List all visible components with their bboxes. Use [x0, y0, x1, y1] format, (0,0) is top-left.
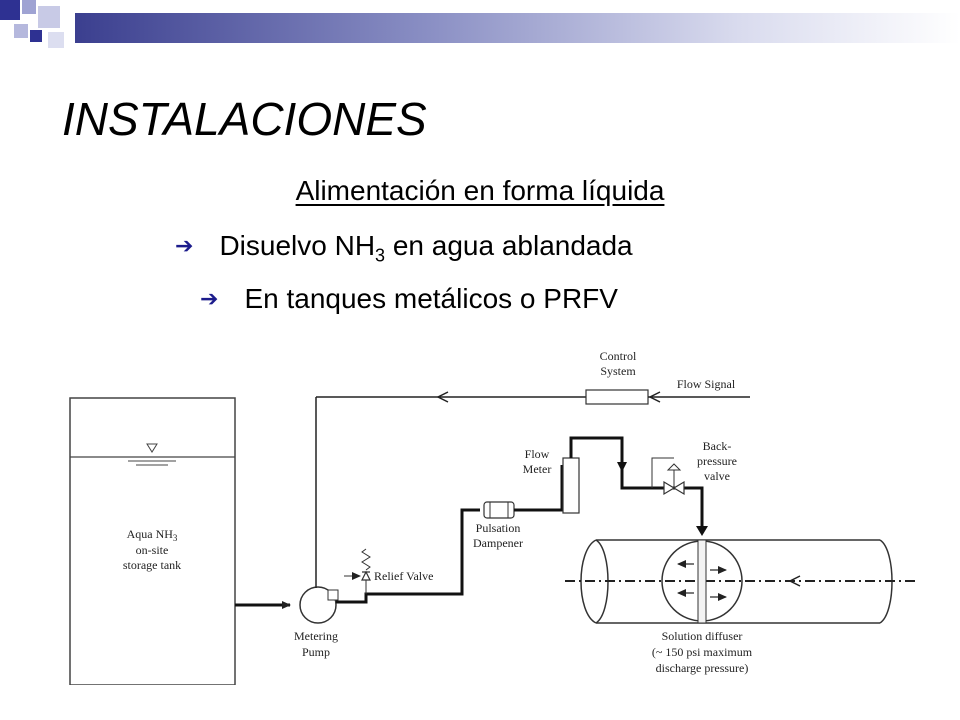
deco-square-6: [48, 32, 64, 48]
pulsation-dampener-label-1: Pulsation: [476, 521, 521, 535]
back-pressure-label-2: pressure: [697, 454, 737, 468]
right-arrow-icon: ➔: [200, 286, 219, 311]
tank-label-line2: on-site: [136, 543, 169, 557]
back-pressure-valve: [651, 457, 685, 496]
flow-signal-label: Flow Signal: [677, 377, 736, 391]
tank-label-line1: Aqua NH3: [127, 527, 178, 543]
flow-meter: [562, 457, 580, 514]
bullet-item-2: ➔En tanques metálicos o PRFV: [200, 283, 618, 314]
solution-diffuser-label-3: discharge pressure): [656, 661, 749, 675]
pulsation-dampener: [483, 501, 515, 519]
solution-diffuser-label-1: Solution diffuser: [662, 629, 743, 643]
metering-pump-label-1: Metering: [294, 629, 338, 643]
control-system-label-2: System: [600, 364, 636, 378]
deco-square-3: [38, 6, 60, 28]
relief-valve: [344, 548, 371, 594]
control-system-label-1: Control: [600, 349, 637, 363]
control-system-box: [585, 389, 649, 405]
pulsation-dampener-label-2: Dampener: [473, 536, 523, 550]
solution-diffuser-label-2: (~ 150 psi maximum: [652, 645, 753, 659]
metering-pump-label-2: Pump: [302, 645, 330, 659]
deco-square-1: [0, 0, 20, 20]
deco-square-5: [30, 30, 42, 42]
metering-pump: [299, 586, 339, 624]
back-pressure-label-3: valve: [704, 469, 730, 483]
right-arrow-icon: ➔: [175, 233, 194, 258]
header-gradient-bar: [75, 13, 960, 43]
slide-title: INSTALACIONES: [62, 93, 427, 145]
storage-tank: [69, 397, 236, 685]
ammonia-feed-diagram: Aqua NH3 on-site storage tank Metering P…: [69, 349, 915, 685]
back-pressure-label-1: Back-: [703, 439, 732, 453]
relief-valve-label: Relief Valve: [374, 569, 433, 583]
deco-square-4: [14, 24, 28, 38]
solution-diffuser-pipe: [565, 539, 915, 624]
bullet-item-1: ➔Disuelvo NH3 en agua ablandada: [175, 230, 633, 266]
slide-subtitle: Alimentación en forma líquida: [295, 175, 665, 206]
deco-square-2: [22, 0, 36, 14]
flow-meter-label-1: Flow: [525, 447, 550, 461]
flow-meter-label-2: Meter: [523, 462, 552, 476]
tank-label-line3: storage tank: [123, 558, 181, 572]
